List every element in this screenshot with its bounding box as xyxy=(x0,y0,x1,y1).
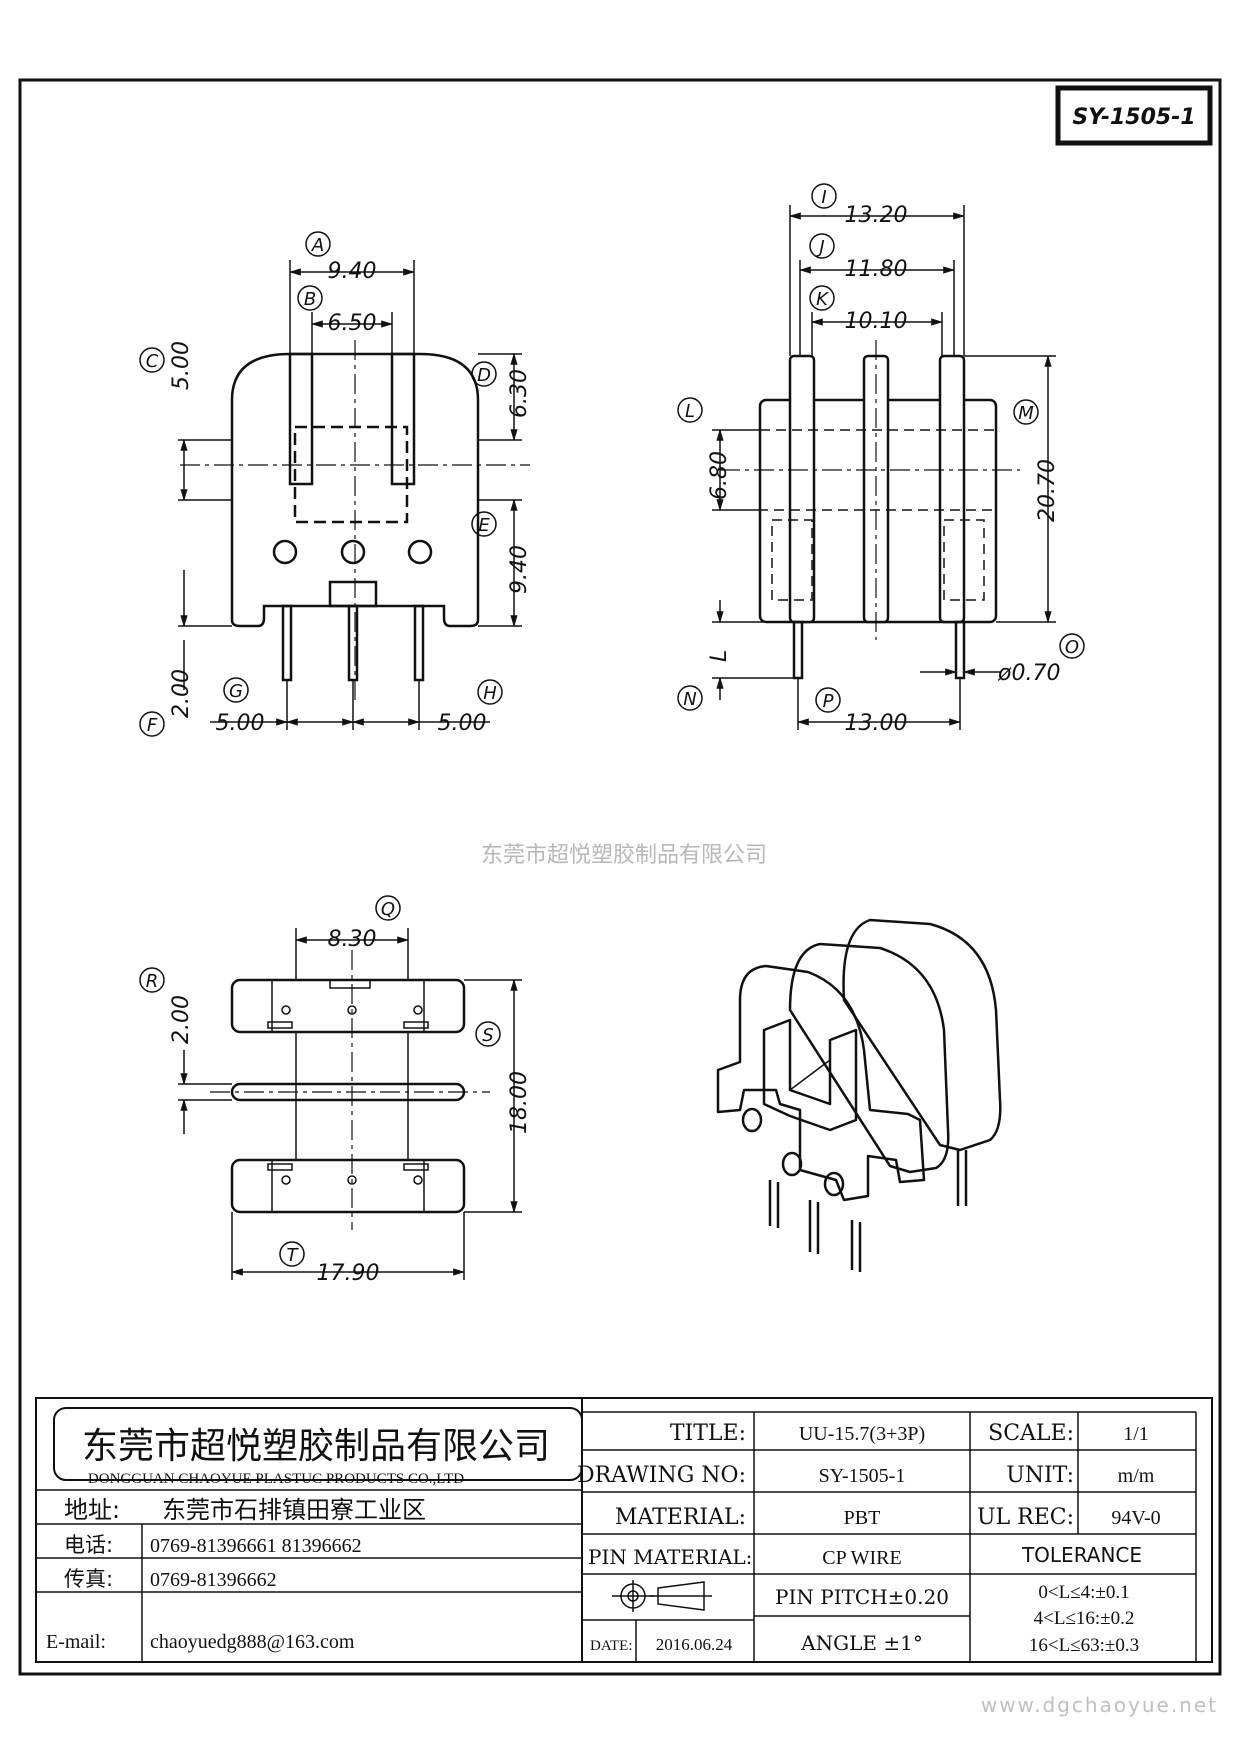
callout-p: P xyxy=(823,691,834,712)
dim-r-value: 2.00 xyxy=(169,995,194,1044)
projection-symbol-icon xyxy=(612,1580,712,1612)
dim-o-value: ø0.70 xyxy=(997,661,1060,686)
bottom-callouts xyxy=(139,895,501,1267)
fax-value: 0769-81396662 xyxy=(150,1569,277,1591)
drawing-number-text: SY-1505-1 xyxy=(1072,105,1195,130)
ul-rec-value: 94V-0 xyxy=(1111,1507,1160,1529)
dim-b-value: 6.50 xyxy=(328,311,377,336)
unit-label: UNIT: xyxy=(1006,1463,1074,1488)
drawing-no-value: SY-1505-1 xyxy=(819,1465,906,1487)
company-name-cn: 东莞市超悦塑胶制品有限公司 xyxy=(82,1426,550,1467)
bottom-view xyxy=(210,950,490,1230)
drawing-no-label: DRAWING NO: xyxy=(577,1463,746,1488)
drawing-number-box: SY-1505-1 xyxy=(1055,85,1213,146)
email-value: chaoyuedg888@163.com xyxy=(150,1631,355,1653)
front-callout-letters: A B C D E F G H xyxy=(146,235,498,736)
dim-l-value: 6.80 xyxy=(707,451,732,500)
bottom-callout-letters: Q R S T xyxy=(146,899,494,1266)
dim-h-value: 5.00 xyxy=(438,711,487,736)
callout-l: L xyxy=(685,401,695,422)
dim-t-value: 17.90 xyxy=(317,1261,380,1286)
callout-m: M xyxy=(1018,403,1034,424)
unit-value: m/m xyxy=(1118,1465,1155,1487)
email-label: E-mail: xyxy=(46,1631,106,1653)
scale-label: SCALE: xyxy=(988,1421,1074,1446)
side-view xyxy=(720,340,1020,680)
isometric-view xyxy=(716,918,1002,1272)
fax-label: 传真: xyxy=(64,1567,113,1591)
side-callout-letters: I J K L M N O P xyxy=(683,187,1079,712)
sheet-border xyxy=(18,78,1222,1676)
pin-material-label: PIN MATERIAL: xyxy=(588,1545,752,1569)
dim-c-value: 5.00 xyxy=(169,341,194,390)
side-dimensions xyxy=(712,205,1056,730)
ul-rec-label: UL REC: xyxy=(977,1505,1074,1530)
front-view xyxy=(180,340,530,700)
material-label: MATERIAL: xyxy=(615,1505,746,1530)
side-callouts xyxy=(677,183,1085,713)
dim-s-value: 18.00 xyxy=(507,1071,532,1134)
callout-r: R xyxy=(146,971,159,992)
callout-j: J xyxy=(816,237,824,258)
dim-p-value: 13.00 xyxy=(845,711,908,736)
tolerance-row-1: 0<L≤4:±0.1 xyxy=(1038,1582,1129,1603)
callout-e: E xyxy=(478,515,490,536)
bottom-dimensions xyxy=(178,928,522,1280)
tolerance-row-3: 16<L≤63:±0.3 xyxy=(1029,1635,1139,1656)
title-value: UU-15.7(3+3P) xyxy=(799,1423,925,1445)
center-watermark: 东莞市超悦塑胶制品有限公司 xyxy=(481,843,767,868)
address-value: 东莞市石排镇田寮工业区 xyxy=(162,1496,426,1524)
date-value: 2016.06.24 xyxy=(656,1635,733,1654)
tolerance-label: TOLERANCE xyxy=(1021,1543,1142,1567)
dim-d-value: 6.30 xyxy=(507,369,532,418)
front-dimension-text: 9.40 6.50 5.00 6.30 9.40 2.00 5.00 5.00 xyxy=(169,259,532,736)
dim-q-value: 8.30 xyxy=(328,927,377,952)
company-name-en: DONGGUAN CHAOYUE PLASTUC PRODUCTS CO.,LT… xyxy=(88,1471,464,1487)
dim-k-value: 10.10 xyxy=(845,309,908,334)
front-callouts xyxy=(139,231,503,737)
callout-o: O xyxy=(1065,637,1079,658)
material-value: PBT xyxy=(844,1507,881,1529)
dim-i-value: 13.20 xyxy=(845,203,908,228)
dim-f-value: 2.00 xyxy=(169,669,194,718)
pin-material-value: CP WIRE xyxy=(822,1547,901,1569)
dim-g-value: 5.00 xyxy=(216,711,265,736)
callout-g: G xyxy=(229,681,243,702)
callout-t: T xyxy=(287,1245,300,1266)
callout-n: N xyxy=(683,689,696,710)
callout-c: C xyxy=(146,351,159,372)
tolerance-row-2: 4<L≤16:±0.2 xyxy=(1034,1608,1135,1629)
phone-value: 0769-81396661 81396662 xyxy=(150,1535,362,1557)
callout-i: I xyxy=(821,187,826,208)
title-block xyxy=(35,1397,1213,1663)
callout-k: K xyxy=(816,289,829,310)
date-label: DATE: xyxy=(590,1638,633,1654)
dim-n-value: L xyxy=(707,650,732,662)
phone-label: 电话: xyxy=(64,1533,113,1557)
callout-d: D xyxy=(477,365,491,386)
callout-f: F xyxy=(147,715,158,736)
address-label: 地址: xyxy=(64,1496,120,1524)
dim-m-value: 20.70 xyxy=(1035,459,1060,522)
dim-a-value: 9.40 xyxy=(328,259,377,284)
bottom-dimension-text: 8.30 2.00 18.00 17.90 xyxy=(169,927,532,1286)
callout-b: B xyxy=(304,289,316,310)
dim-e-value: 9.40 xyxy=(507,545,532,594)
title-label: TITLE: xyxy=(670,1421,746,1446)
callout-a: A xyxy=(311,235,324,256)
title-block-text: 东莞市超悦塑胶制品有限公司 DONGGUAN CHAOYUE PLASTUC P… xyxy=(46,1421,1161,1656)
footer-watermark: www.dgchaoyue.net xyxy=(981,1693,1218,1717)
pin-pitch: PIN PITCH±0.20 xyxy=(775,1585,949,1609)
callout-s: S xyxy=(482,1025,493,1046)
front-dimensions xyxy=(178,260,522,730)
angle-tolerance: ANGLE ±1° xyxy=(800,1631,923,1655)
side-dimension-text: 13.20 11.80 10.10 6.80 20.70 L ø0.70 13.… xyxy=(707,203,1060,736)
callout-q: Q xyxy=(381,899,395,920)
callout-h: H xyxy=(483,683,497,704)
dim-j-value: 11.80 xyxy=(845,257,908,282)
scale-value: 1/1 xyxy=(1123,1423,1149,1445)
